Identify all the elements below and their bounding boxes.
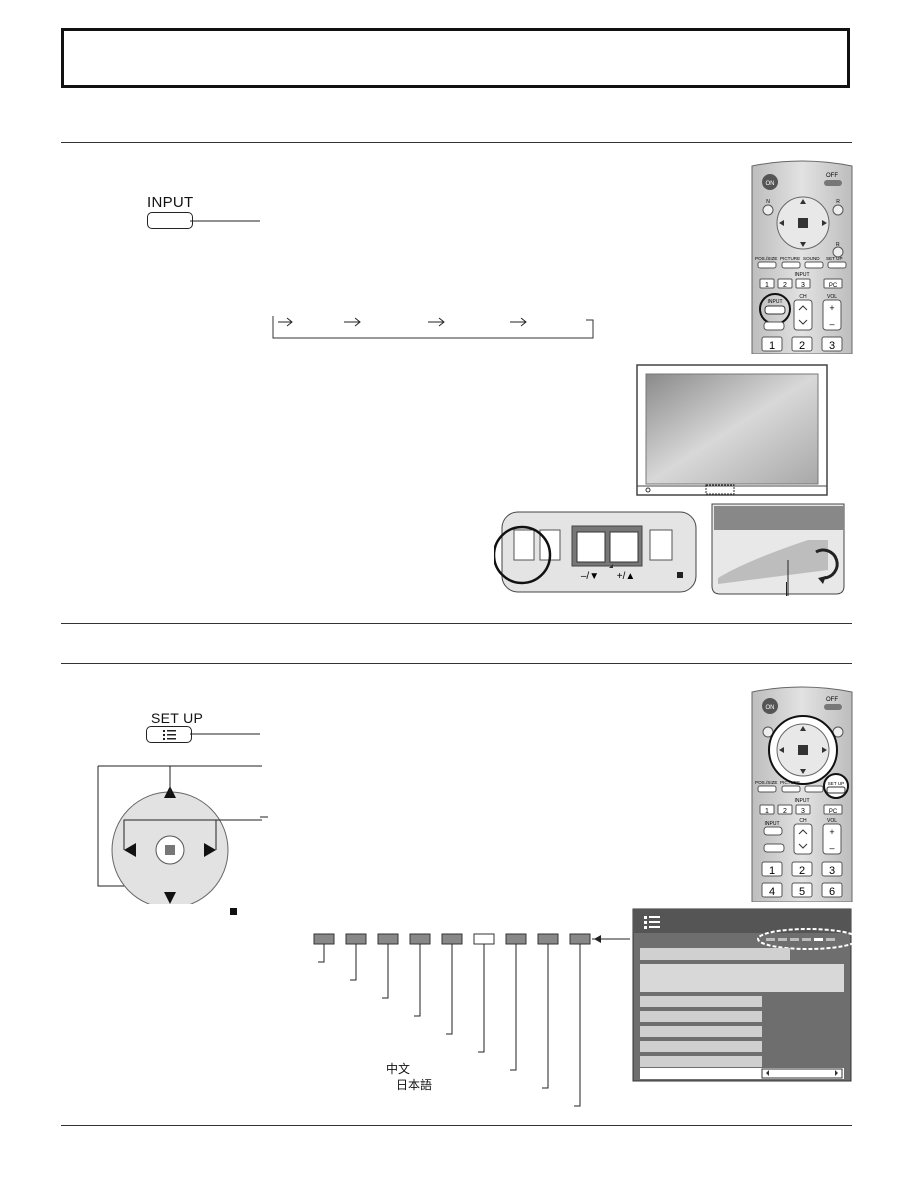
svg-text:INPUT: INPUT — [765, 821, 780, 827]
svg-text:POS./SIZE: POS./SIZE — [755, 780, 777, 785]
svg-text:+: + — [829, 303, 834, 313]
section-divider — [61, 1125, 852, 1126]
panel-minus-label: –/▼ — [581, 571, 599, 582]
svg-text:5: 5 — [799, 886, 805, 898]
svg-text:PICTURE: PICTURE — [780, 780, 800, 785]
remote-on-label: ON — [766, 181, 775, 187]
svg-text:ON: ON — [766, 705, 775, 711]
svg-text:1: 1 — [769, 340, 775, 352]
svg-text:3: 3 — [829, 340, 835, 352]
language-indicator-diagram — [313, 933, 630, 1107]
remote-pos-size-label: POS./SIZE — [755, 256, 777, 261]
setup-menu-icon — [163, 730, 176, 740]
osd-menu-icon — [632, 908, 854, 1082]
svg-text:SET UP: SET UP — [828, 781, 845, 786]
section-divider — [61, 623, 852, 624]
svg-text:INPUT: INPUT — [795, 798, 810, 804]
svg-text:R: R — [836, 242, 840, 248]
svg-text:2: 2 — [783, 808, 787, 815]
svg-text:3: 3 — [829, 865, 835, 877]
svg-text:3: 3 — [801, 282, 805, 289]
display-panel-icon — [636, 364, 828, 496]
svg-text:CH: CH — [799, 818, 807, 824]
svg-text:INPUT: INPUT — [795, 272, 810, 278]
section-divider — [61, 142, 852, 143]
callout-line — [190, 733, 260, 735]
remote-vol-label: VOL — [827, 294, 837, 300]
svg-text:OFF: OFF — [826, 697, 838, 703]
language-chinese: 中文 — [386, 1062, 411, 1076]
input-button-label: INPUT — [147, 194, 194, 211]
remote-picture-label: PICTURE — [780, 256, 800, 261]
svg-text:1: 1 — [769, 865, 775, 877]
svg-text:2: 2 — [783, 282, 787, 289]
svg-text:1: 1 — [765, 282, 769, 289]
input-cycle-diagram — [272, 316, 594, 339]
svg-text:PC: PC — [829, 809, 838, 815]
svg-text:4: 4 — [769, 886, 775, 898]
svg-text:2: 2 — [799, 340, 805, 352]
panel-buttons-zoom: –/▼ +/▲ — [494, 511, 697, 593]
remote-sound-label: SOUND — [803, 256, 820, 261]
panel-side-view — [711, 503, 845, 596]
svg-text:–: – — [829, 319, 834, 329]
svg-text:3: 3 — [801, 808, 805, 815]
section-divider — [61, 663, 852, 664]
language-japanese: 日本語 — [396, 1078, 433, 1092]
svg-text:–: – — [829, 843, 834, 853]
remote-pc-label: PC — [829, 283, 838, 289]
remote-input-label: INPUT — [768, 299, 783, 305]
input-button[interactable] — [147, 212, 193, 229]
remote-control-icon: ON OFF POS./SIZE PICTURE SET UP INPUT 1 … — [751, 686, 853, 902]
setup-button-label: SET UP — [151, 710, 204, 726]
cursor-pad-icon — [97, 765, 262, 904]
page-title-box — [61, 28, 850, 88]
svg-text:+: + — [829, 827, 834, 837]
remote-setup-label: SET UP — [826, 256, 843, 261]
stop-symbol-icon — [230, 908, 237, 915]
panel-plus-label: +/▲ — [617, 571, 636, 582]
setup-button[interactable] — [146, 726, 192, 743]
remote-n-label: N — [766, 199, 770, 205]
svg-text:6: 6 — [829, 886, 835, 898]
remote-ch-label: CH — [799, 294, 807, 300]
svg-text:2: 2 — [799, 865, 805, 877]
callout-line — [190, 220, 260, 222]
remote-control-icon: ON OFF N R R POS./SIZE PICTURE SOUND SET… — [751, 160, 853, 354]
svg-text:VOL: VOL — [827, 818, 837, 824]
svg-text:1: 1 — [765, 808, 769, 815]
remote-off-label: OFF — [826, 173, 838, 179]
callout-line — [786, 582, 787, 596]
remote-r-label: R — [836, 199, 840, 205]
